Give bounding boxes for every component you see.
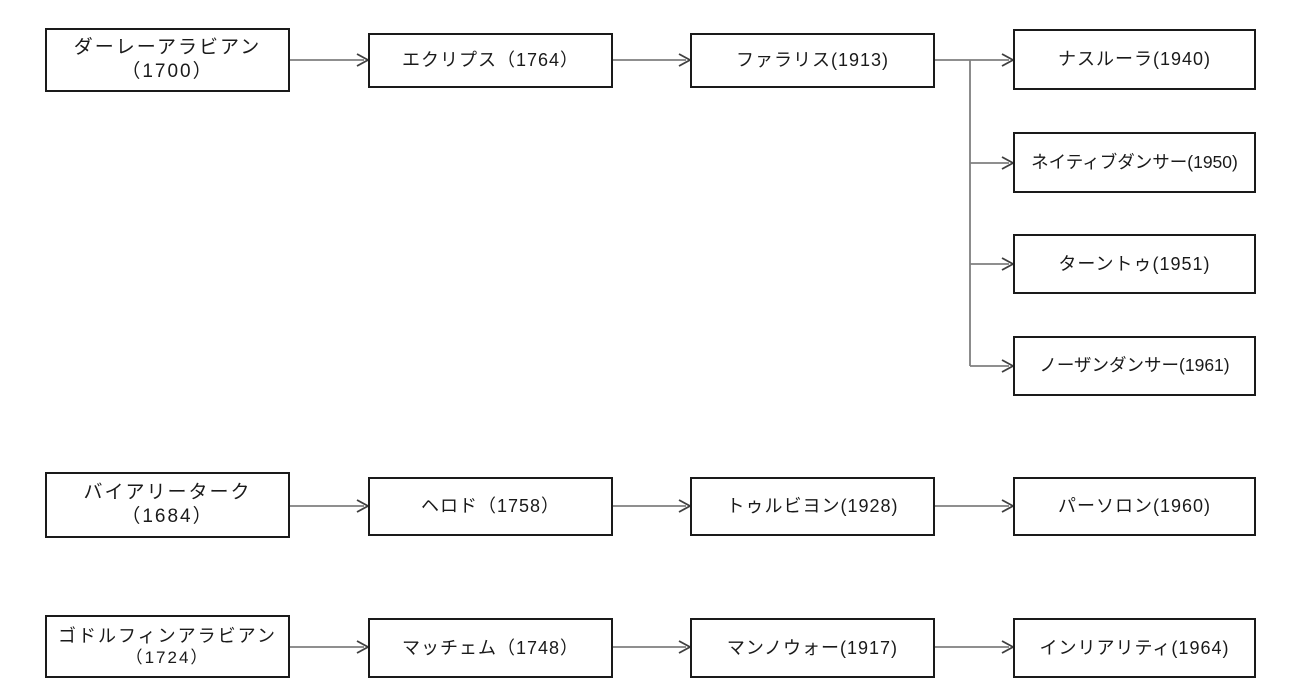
arrowhead-icon — [1001, 359, 1015, 373]
node-man-o-war: マンノウォー(1917) — [690, 618, 935, 678]
arrowhead-icon — [356, 53, 370, 67]
node-northern-dancer: ノーザンダンサー(1961) — [1013, 336, 1256, 396]
node-darley-arabian: ダーレーアラビアン （1700） — [45, 28, 290, 92]
node-matchem: マッチェム（1748） — [368, 618, 613, 678]
arrowhead-icon — [1001, 53, 1015, 67]
arrowhead-icon — [1001, 156, 1015, 170]
node-label: ダーレーアラビアン — [73, 37, 262, 59]
node-nasrullah: ナスルーラ(1940) — [1013, 29, 1256, 90]
node-label: ナスルーラ(1940) — [1057, 49, 1212, 70]
node-label: ファラリス(1913) — [735, 50, 890, 71]
node-in-reality: インリアリティ(1964) — [1013, 618, 1256, 678]
node-label: パーソロン(1960) — [1057, 496, 1212, 517]
node-label: エクリプス（1764） — [401, 50, 580, 71]
node-label: インリアリティ(1964) — [1039, 637, 1230, 658]
arrowhead-icon — [356, 640, 370, 654]
node-native-dancer: ネイティブダンサー(1950) — [1013, 132, 1256, 193]
arrowhead-icon — [678, 53, 692, 67]
arrowhead-icon — [1001, 257, 1015, 271]
node-herod: ヘロド（1758） — [368, 477, 613, 536]
node-label: マンノウォー(1917) — [726, 637, 899, 658]
node-year: （1724） — [125, 648, 210, 668]
node-byerley-turk: バイアリーターク （1684） — [45, 472, 290, 538]
node-eclipse: エクリプス（1764） — [368, 33, 613, 88]
node-godolphin-arabian: ゴドルフィンアラビアン （1724） — [45, 615, 290, 678]
node-label: マッチェム（1748） — [401, 637, 580, 658]
node-label: ゴドルフィンアラビアン — [58, 625, 277, 646]
arrowhead-icon — [1001, 499, 1015, 513]
node-label: ネイティブダンサー(1950) — [1031, 151, 1238, 172]
arrowhead-icon — [1001, 640, 1015, 654]
node-turn-to: ターントゥ(1951) — [1013, 234, 1256, 294]
arrowhead-icon — [356, 499, 370, 513]
node-label: バイアリーターク — [83, 482, 252, 504]
node-year: （1700） — [121, 61, 214, 82]
node-tourbillon: トゥルビヨン(1928) — [690, 477, 935, 536]
arrowhead-icon — [678, 640, 692, 654]
node-label: トゥルビヨン(1928) — [726, 496, 899, 517]
node-phalaris: ファラリス(1913) — [690, 33, 935, 88]
node-year: （1684） — [121, 506, 214, 527]
node-label: ターントゥ(1951) — [1058, 253, 1211, 274]
node-label: ノーザンダンサー(1961) — [1039, 355, 1230, 376]
arrowhead-icon — [678, 499, 692, 513]
node-label: ヘロド（1758） — [420, 496, 561, 517]
node-partholon: パーソロン(1960) — [1013, 477, 1256, 536]
